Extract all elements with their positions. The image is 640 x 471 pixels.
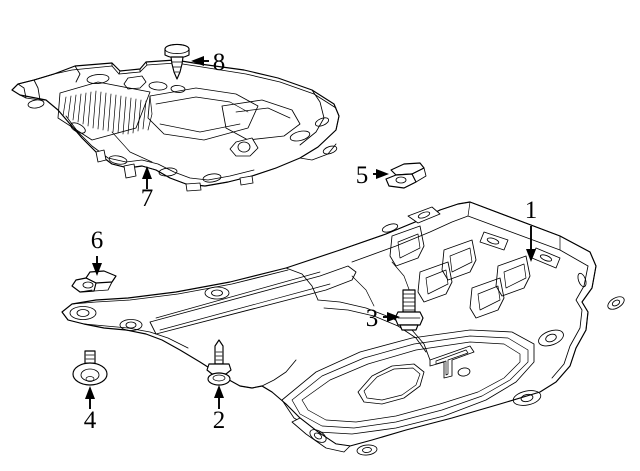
callout-label-4: 4 xyxy=(84,407,97,434)
callout-label-7: 7 xyxy=(141,185,154,212)
part-upper-radiator-air-deflector[interactable] xyxy=(11,59,340,192)
callout-label-1: 1 xyxy=(525,197,538,224)
louver-ribs xyxy=(62,90,147,135)
part-lower-engine-splash-shield[interactable] xyxy=(61,201,626,456)
part-clip-nut-6[interactable] xyxy=(71,270,117,293)
callout-leader-4 xyxy=(85,386,95,409)
callout-label-3: 3 xyxy=(366,305,379,332)
callout-label-6: 6 xyxy=(91,227,104,254)
vent-slot-group xyxy=(389,225,531,319)
callout-leader-8 xyxy=(191,56,209,66)
part-hex-head-bolt-3[interactable] xyxy=(394,289,424,331)
callout-label-2: 2 xyxy=(213,407,226,434)
callout-leader-7 xyxy=(142,166,152,189)
part-clip-nut-5[interactable] xyxy=(385,162,427,189)
part-push-pin-clip-8[interactable] xyxy=(164,43,190,80)
callout-label-5: 5 xyxy=(356,162,369,189)
callout-leader-5 xyxy=(373,169,389,179)
callout-leader-1 xyxy=(526,226,536,262)
callout-leader-3 xyxy=(383,312,400,322)
callout-leader-2 xyxy=(214,385,224,409)
callout-leader-6 xyxy=(92,256,102,276)
part-flange-head-bolt-4[interactable] xyxy=(72,350,108,386)
callout-label-8: 8 xyxy=(213,49,226,76)
